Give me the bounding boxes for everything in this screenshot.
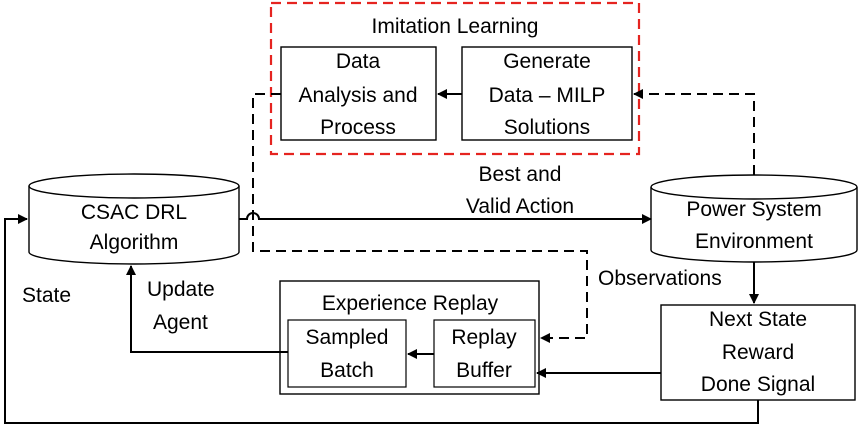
imitation-learning-frame: [269, 1, 641, 156]
state-feedback-arrow: [4, 214, 759, 424]
power-system-line-2: Environment: [695, 230, 813, 253]
sampled-batch-line-2: Batch: [320, 359, 374, 382]
experience-replay-title: Experience Replay: [322, 292, 499, 315]
generate-data-line-3: Solutions: [504, 116, 590, 139]
analysis-to-replay-dashed-arrow: [252, 93, 588, 343]
next-state-line-2: Reward: [722, 341, 794, 364]
update-agent-arrow: [126, 265, 288, 353]
update-agent-line-1: Update: [147, 278, 215, 301]
replay-buffer-line-1: Replay: [451, 326, 517, 349]
environment-to-generate-dashed-arrow: [633, 89, 755, 175]
generate-data-line-2: Data – MILP: [489, 84, 606, 107]
best-action-line-2: Valid Action: [466, 195, 574, 218]
best-action-arrow: [239, 212, 652, 224]
generate-data-box: [461, 46, 633, 141]
next-state-line-1: Next State: [709, 308, 807, 331]
power-system-environment-cylinder: [650, 174, 858, 263]
sampled-batch-line-1: Sampled: [306, 326, 389, 349]
state-label: State: [22, 284, 71, 307]
data-analysis-line-2: Analysis and: [298, 84, 417, 107]
observations-label: Observations: [598, 267, 722, 290]
generate-data-line-1: Generate: [503, 50, 591, 73]
sampled-batch-box: [287, 319, 407, 388]
next-state-line-3: Done Signal: [701, 373, 815, 396]
csac-drl-algorithm-cylinder: [28, 173, 240, 265]
data-analysis-line-1: Data: [336, 50, 381, 73]
update-agent-line-2: Agent: [153, 311, 208, 334]
data-analysis-box: [280, 46, 437, 141]
power-system-line-1: Power System: [686, 198, 821, 221]
replay-buffer-box: [433, 319, 536, 388]
replay-buffer-line-2: Buffer: [456, 359, 512, 382]
data-analysis-line-3: Process: [320, 116, 396, 139]
best-action-line-1: Best and: [479, 163, 562, 186]
csac-line-2: Algorithm: [90, 231, 179, 254]
csac-line-1: CSAC DRL: [81, 201, 187, 224]
imitation-learning-title: Imitation Learning: [372, 15, 539, 38]
next-state-box: [660, 304, 856, 401]
